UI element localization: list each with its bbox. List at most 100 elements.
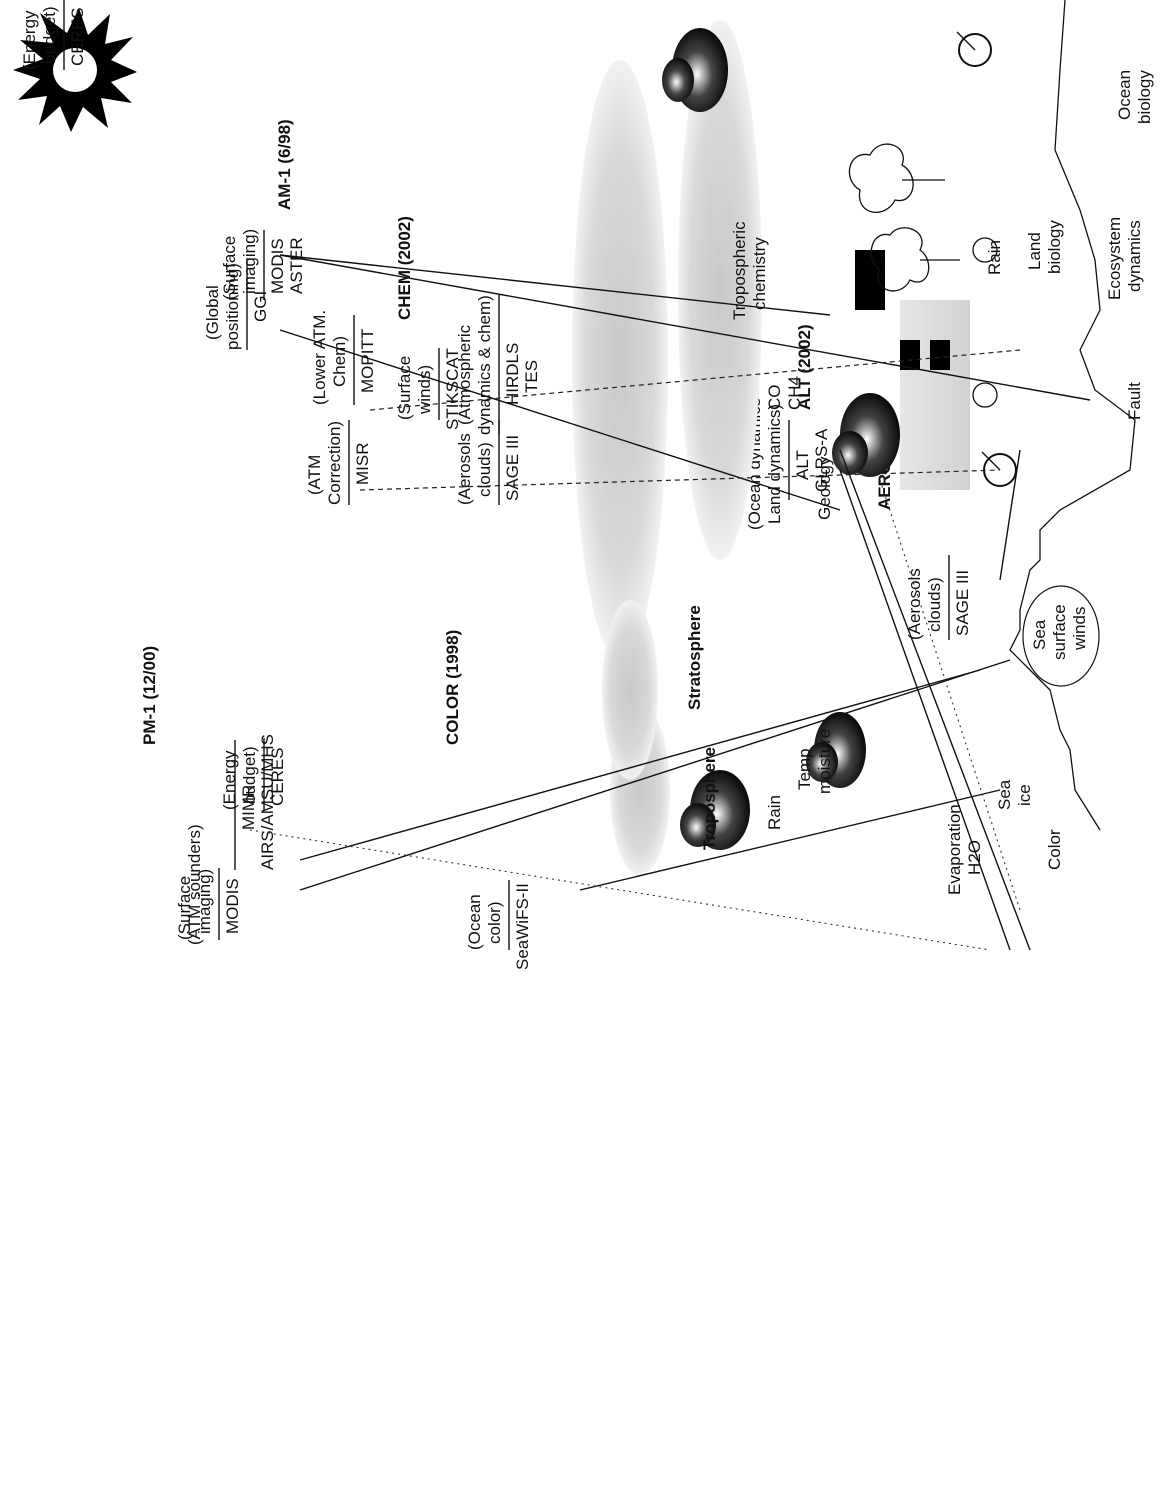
svg-text:CO: CO (765, 385, 784, 411)
instrument-label: MODIS (268, 238, 287, 294)
category-line: dynamics & chem) (475, 295, 494, 435)
category-line: (Atmospheric (455, 324, 474, 425)
circulation-arrows-icon (972, 237, 998, 263)
circulation-arrows-icon (972, 382, 998, 408)
cloud-icon (832, 393, 900, 477)
category-line: winds) (415, 365, 434, 415)
category-line: (Aerosols (455, 433, 474, 505)
label-land-biology: Land biology (1025, 220, 1064, 274)
cloud-icon (680, 770, 750, 850)
label-geology: Geology (815, 456, 834, 520)
label-stratosphere: Stratosphere (685, 605, 704, 710)
instrument-label: TES (522, 360, 541, 393)
category-line: (Ocean (465, 894, 484, 950)
instrument-label: ASTER (287, 237, 306, 294)
cloud-icon (662, 28, 728, 112)
svg-text:Evaporation: Evaporation (945, 804, 964, 895)
svg-text:biology: biology (1135, 70, 1154, 124)
instrument-group-pm1-energy: (Energy budget) CERES (220, 738, 287, 810)
satellite-dish-icon (981, 451, 1017, 487)
tropospheric-chemistry-cloud (678, 20, 762, 560)
category-line: Correction) (325, 421, 344, 505)
mission-title-alt: ALT (2002) (795, 324, 814, 410)
label-ocean-biology: Ocean biology (1115, 70, 1154, 124)
cloud-layer-am1 (572, 60, 668, 660)
label-sea-surface-winds: Sea surface winds (1022, 585, 1100, 687)
category-line: imaging) (240, 229, 259, 294)
category-line: (Lower ATM. (310, 310, 329, 405)
label-evaporation: Evaporation H2O (945, 804, 984, 895)
category-line: (ATM (305, 455, 324, 495)
instrument-label: HIRDLS (503, 343, 522, 405)
category-line: clouds) (475, 442, 494, 497)
instrument-label: AIRS/AMSU/MHS (258, 734, 277, 870)
category-line: Chem) (330, 336, 349, 387)
instrument-group-aero-aerosols: (Aerosols clouds) SAGE III (905, 555, 972, 640)
instrument-group-chem-winds: (Surface winds) STIKSCAT (395, 348, 462, 430)
instrument-group-pm1-sounders-values: MIMR AIRS/AMSU/MHS (234, 734, 277, 870)
category-line: (Global (203, 285, 222, 340)
instrument-group-chem-atm: (Atmospheric dynamics & chem) HIRDLS TES (455, 295, 541, 435)
label-temp: Temp moisture (795, 729, 834, 794)
observation-lines (249, 254, 1091, 951)
mission-title-pm1: PM-1 (12/00) (140, 646, 159, 745)
label-rain-2: Rain (765, 795, 784, 830)
instrument-label: GLRS-A (812, 428, 831, 492)
category-line: budget) (40, 6, 59, 64)
category-line: imaging) (195, 869, 214, 934)
terrain-land-ocean (1009, 0, 1136, 831)
category-line: (Surface (395, 356, 414, 420)
instrument-label: MISR (353, 443, 372, 486)
svg-text:chemistry: chemistry (750, 237, 769, 310)
stratosphere-cloud (602, 600, 658, 780)
instrument-group-pm1-surface: (Surface imaging) MODIS (175, 868, 242, 940)
svg-text:biology: biology (1045, 220, 1064, 274)
instrument-group-am1-atm: (ATM Correction) MISR (305, 420, 372, 505)
label-co-ch4: CO CH4 (765, 376, 804, 410)
svg-text:Tropospheric: Tropospheric (730, 221, 749, 320)
label-ecosystem: Ecosystem dynamics (1105, 217, 1144, 300)
instrument-group-am1-energy: (Energy budget) CERES (20, 0, 87, 70)
svg-text:Ecosystem: Ecosystem (1105, 217, 1124, 300)
category-line: clouds) (925, 577, 944, 632)
instrument-group-pm1-sounders: (ATM sounders) (185, 824, 204, 945)
svg-text:dynamics: dynamics (1125, 220, 1144, 292)
tree-icon (848, 143, 945, 213)
label-fault: Fault (1125, 382, 1144, 420)
label-troposphere: Troposphere (700, 747, 719, 850)
label-tropospheric-chemistry: Tropospheric chemistry (730, 221, 769, 320)
satellite-dish-icon (956, 31, 992, 67)
instrument-label: ALT (793, 450, 812, 480)
category-line: positioning) (223, 263, 242, 350)
label-color: Color (1045, 829, 1064, 870)
svg-text:moisture: moisture (815, 729, 834, 794)
instrument-label: CERES (268, 747, 287, 806)
svg-text:CH4: CH4 (785, 376, 804, 410)
instrument-group-alt-global: (Global positioning) GGI (203, 260, 270, 350)
instrument-label: MIMR (239, 785, 258, 830)
instrument-label: MODIS (223, 878, 242, 934)
svg-text:ice: ice (1015, 784, 1034, 806)
cloud-icon (806, 712, 866, 788)
instrument-label: STIKSCAT (443, 348, 462, 430)
instrument-group-am1-surface: (Surface imaging) MODIS ASTER (220, 229, 306, 300)
svg-text:winds: winds (1070, 607, 1089, 651)
instrument-label: MOPITT (358, 329, 377, 393)
svg-text:Sea: Sea (1030, 619, 1049, 650)
svg-text:Land: Land (1025, 232, 1044, 270)
tree-icon (870, 227, 960, 292)
category-line: (Aerosols (905, 568, 924, 640)
category-line: (Surface (220, 236, 239, 300)
factory-icon (855, 250, 970, 490)
instrument-group-am1-chem: (Lower ATM. Chem) MOPITT (310, 310, 377, 405)
category-line: Land dynamics) (765, 404, 784, 524)
label-sea-ice: Sea ice (995, 779, 1034, 810)
svg-text:Temp: Temp (795, 748, 814, 790)
svg-text:H2O: H2O (965, 840, 984, 875)
instrument-label: SAGE III (503, 435, 522, 501)
instrument-group-color-ocean: (Ocean color) SeaWiFS-II (465, 880, 532, 970)
instrument-label: SeaWiFS-II (513, 883, 532, 970)
svg-text:surface: surface (1050, 604, 1069, 660)
